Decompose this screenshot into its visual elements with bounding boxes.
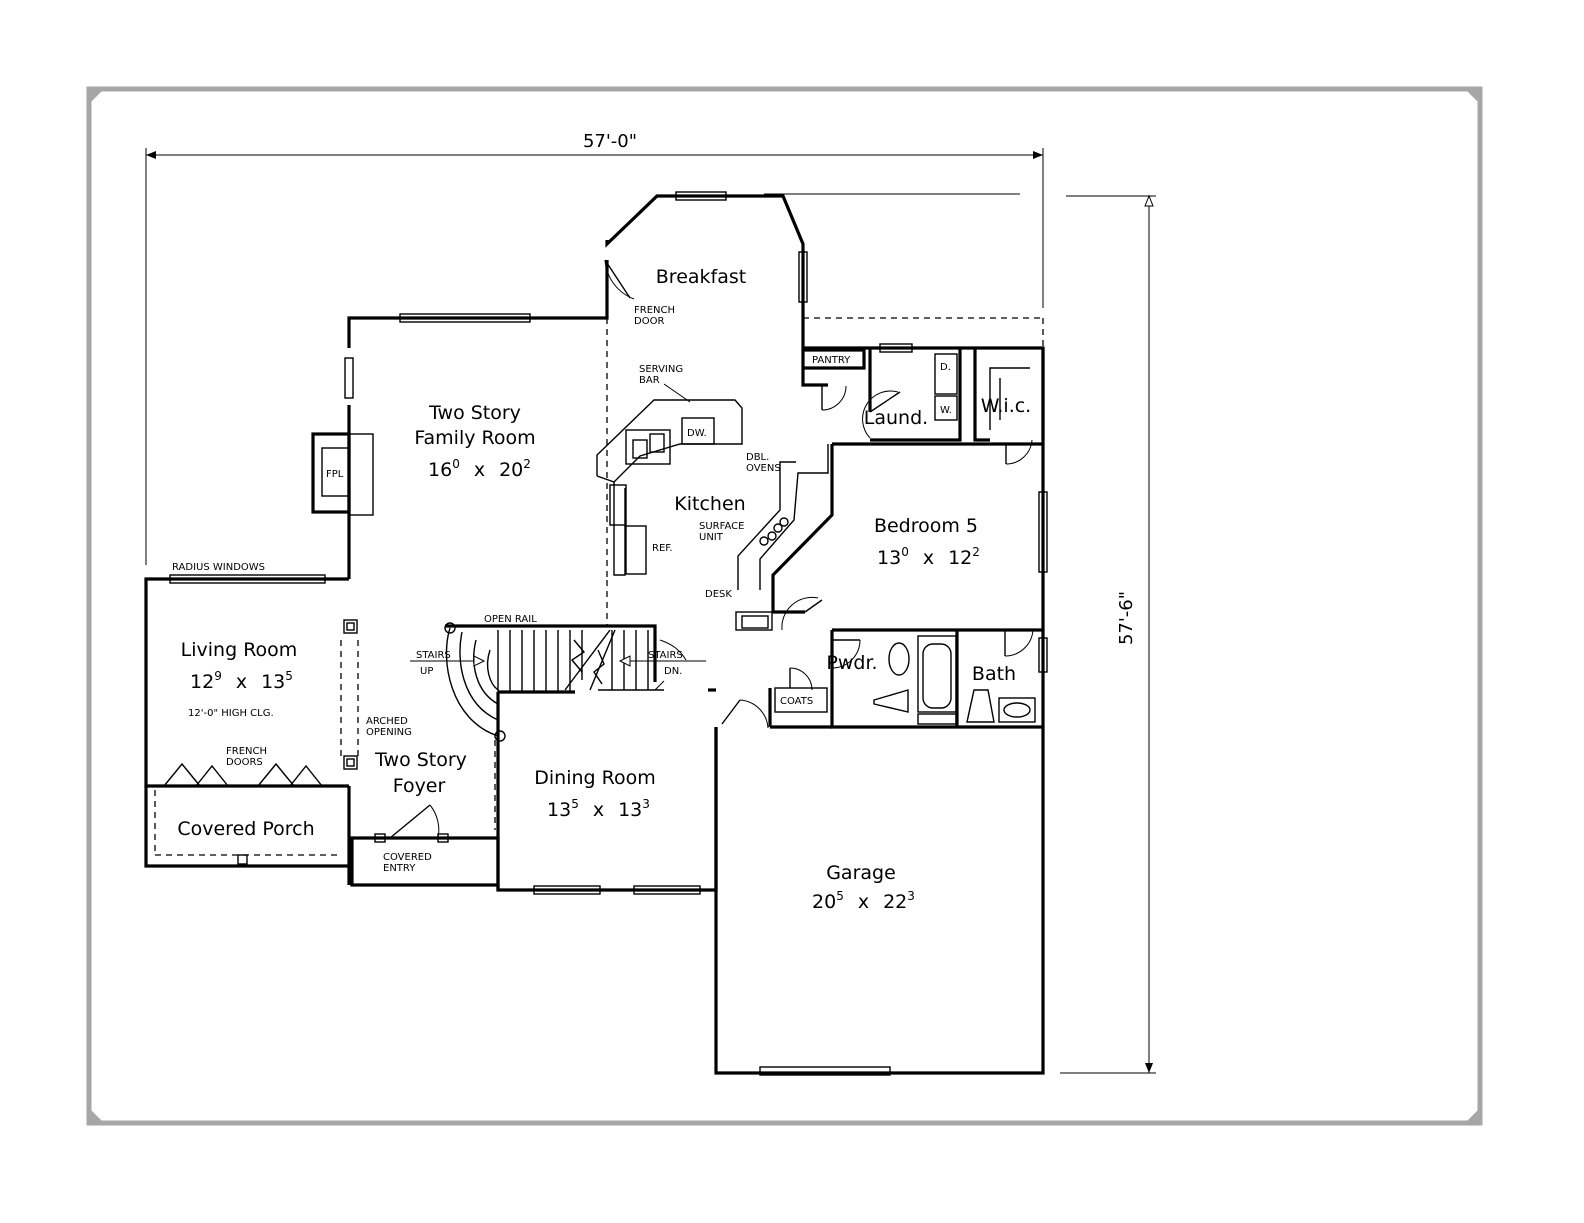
stairs-up-label-1: STAIRS xyxy=(416,650,451,661)
serving-bar-label-1: SERVING xyxy=(639,364,683,375)
depth-dimension-label: 57'-6" xyxy=(1116,591,1137,645)
french-doors-label-2: DOORS xyxy=(226,757,263,768)
bath-fixtures xyxy=(873,635,1036,725)
coats-closet xyxy=(774,667,828,713)
stairs-dn-label-1: STAIRS xyxy=(648,650,683,661)
coats-label: COATS xyxy=(780,696,813,707)
pantry-door xyxy=(821,385,847,411)
living-room-ceiling-note: 12'-0" HIGH CLG. xyxy=(188,708,274,719)
laundry-door xyxy=(862,390,901,439)
wic-shelving xyxy=(989,367,1030,430)
columns xyxy=(237,619,358,865)
depth-dimension-line xyxy=(1060,194,1156,1074)
kitchen-counters xyxy=(596,399,829,631)
powder-room-label: Pwdr. xyxy=(826,652,877,674)
dbl-ovens-label-1: DBL. xyxy=(746,452,769,463)
desk-label: DESK xyxy=(705,589,732,600)
dishwasher-label: DW. xyxy=(687,428,707,439)
garage-label: Garage xyxy=(826,862,896,884)
stairs xyxy=(410,622,706,742)
french-door-label-2: DOOR xyxy=(634,316,664,327)
french-door-label-1: FRENCH xyxy=(634,305,675,316)
stairs-up-label-2: UP xyxy=(420,666,433,677)
french-doors-label-1: FRENCH xyxy=(226,746,267,757)
covered-entry-label-2: ENTRY xyxy=(383,863,416,874)
bedroom5-label: Bedroom 5 xyxy=(874,515,978,537)
windows xyxy=(169,191,1048,895)
refrigerator-label: REF. xyxy=(652,543,673,554)
surface-unit-label-2: UNIT xyxy=(699,532,724,543)
garage-entry-door xyxy=(721,699,769,729)
covered-entry-label-1: COVERED xyxy=(383,852,432,863)
bedroom-door xyxy=(781,596,823,631)
interior-walls xyxy=(445,348,1045,729)
serving-bar-label-2: BAR xyxy=(639,375,660,386)
living-room-label: Living Room xyxy=(181,639,298,661)
living-room-french-doors xyxy=(163,762,323,787)
laundry-label: Laund. xyxy=(864,407,928,429)
breakfast-french-door xyxy=(604,259,635,300)
laundry-appliances xyxy=(934,353,958,421)
arched-opening-label-2: OPENING xyxy=(366,727,412,738)
arched-opening-label-1: ARCHED xyxy=(366,716,408,727)
wic-label: W.i.c. xyxy=(981,395,1031,417)
surface-unit-label-1: SURFACE xyxy=(699,521,744,532)
exterior-walls xyxy=(144,194,1045,1075)
radius-windows-label: RADIUS WINDOWS xyxy=(172,562,265,573)
bath-door xyxy=(1004,629,1034,657)
garage-door-opening xyxy=(759,1066,891,1076)
family-room-label-2: Family Room xyxy=(414,427,535,449)
serving-bar-arrow xyxy=(663,383,691,403)
dbl-ovens-label-2: OVENS xyxy=(746,463,781,474)
front-door xyxy=(374,804,449,843)
breakfast-label: Breakfast xyxy=(656,266,746,288)
bath-label: Bath xyxy=(972,663,1016,685)
powder-door xyxy=(831,639,861,669)
stairs-dn-label-2: DN. xyxy=(664,666,682,677)
fireplace-label: FPL xyxy=(326,469,344,480)
open-rail-label: OPEN RAIL xyxy=(484,614,537,625)
foyer-label-2: Foyer xyxy=(393,775,446,797)
washer-label: W. xyxy=(940,405,952,416)
fireplace xyxy=(311,432,374,516)
width-dimension-label: 57'-0" xyxy=(583,131,637,152)
wic-door xyxy=(1005,439,1033,465)
frame-corner-marks xyxy=(89,89,1480,1123)
foyer-label-1: Two Story xyxy=(374,749,467,771)
width-dimension-line xyxy=(145,148,1044,565)
covered-porch-label: Covered Porch xyxy=(177,818,314,840)
sheet-frame xyxy=(86,86,1483,1126)
kitchen-label: Kitchen xyxy=(674,493,745,515)
pantry-label: PANTRY xyxy=(812,355,851,366)
family-room-label-1: Two Story xyxy=(428,402,521,424)
dryer-label: D. xyxy=(940,362,951,373)
dining-room-label: Dining Room xyxy=(534,767,655,789)
